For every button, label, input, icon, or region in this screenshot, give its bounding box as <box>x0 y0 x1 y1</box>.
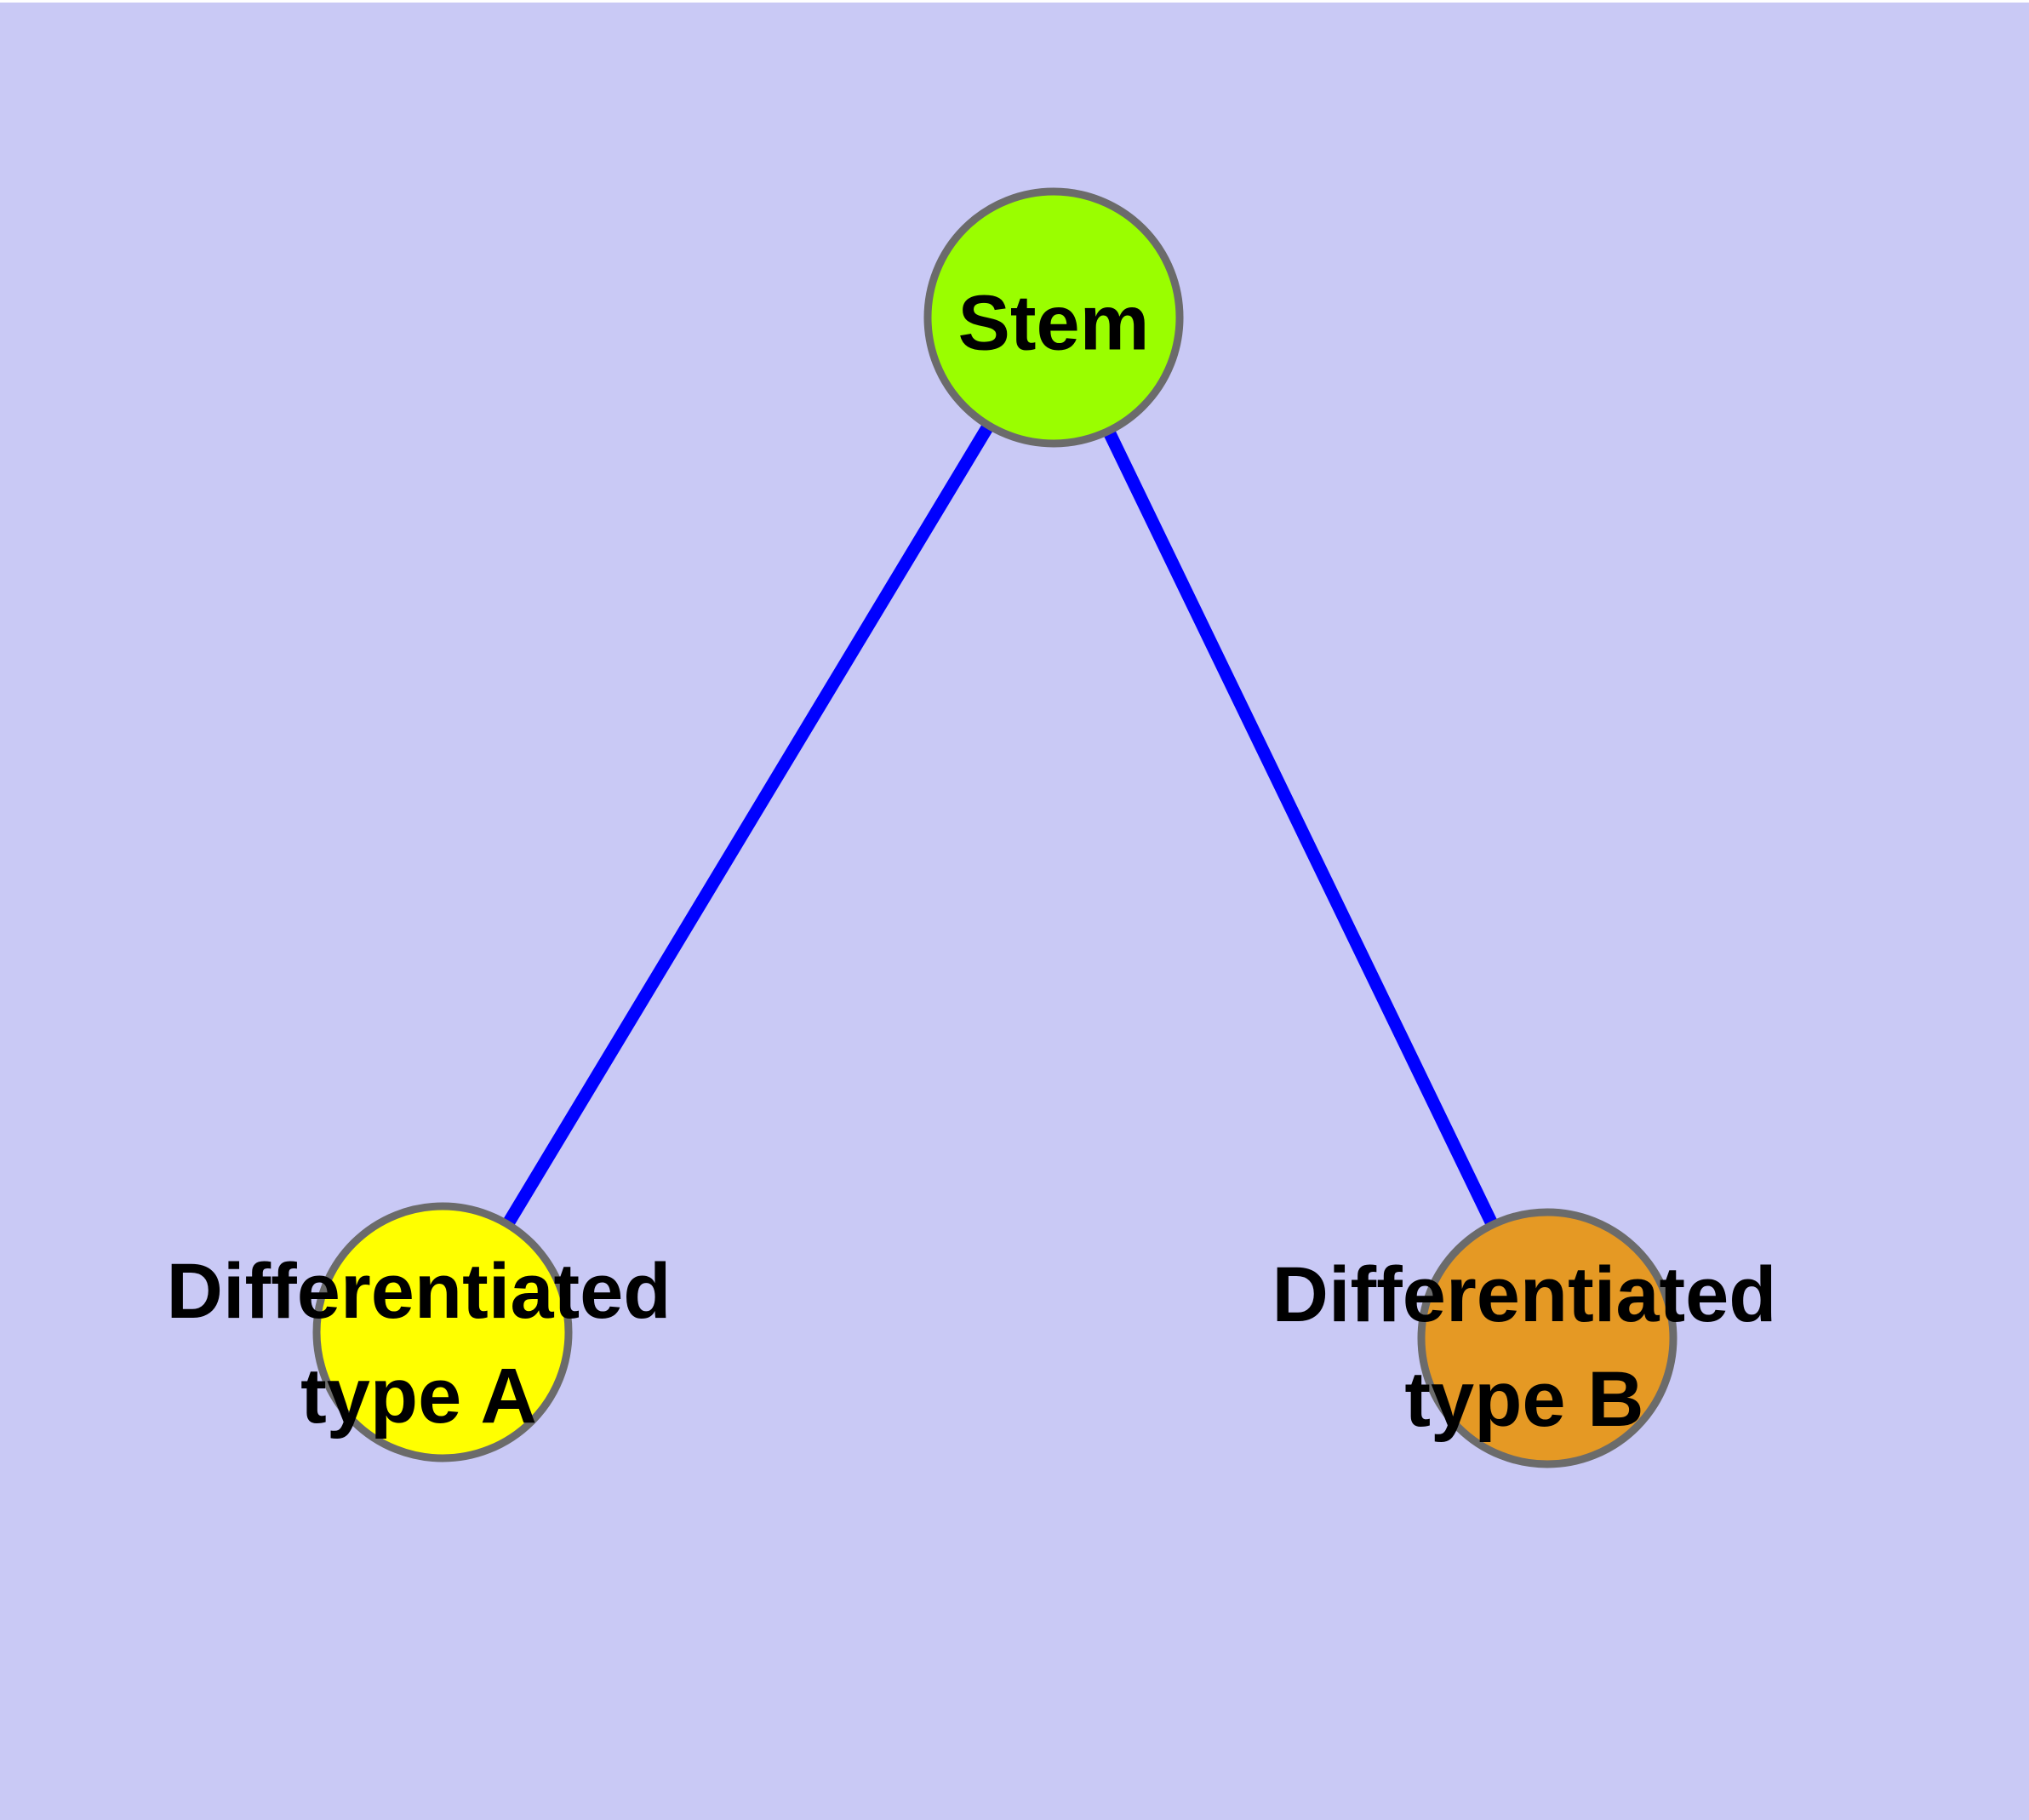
type-a-label-line2: type A <box>300 1353 537 1439</box>
stem-node-circle <box>923 187 1184 448</box>
stem-node-label: Stem <box>957 279 1150 367</box>
edge-stem-to-type-a <box>437 314 1060 1336</box>
type-b-node-label: Differentiated type B <box>1272 1243 1777 1452</box>
type-b-label-line2: type B <box>1404 1356 1644 1443</box>
type-b-label-line1: Differentiated <box>1272 1251 1777 1338</box>
type-a-label-line1: Differentiated <box>166 1248 672 1335</box>
type-a-node-label: Differentiated type A <box>167 1239 672 1449</box>
type-b-node-circle <box>1417 1208 1677 1468</box>
type-a-node-circle <box>312 1202 573 1462</box>
edge-stem-to-type-b <box>1048 314 1553 1342</box>
